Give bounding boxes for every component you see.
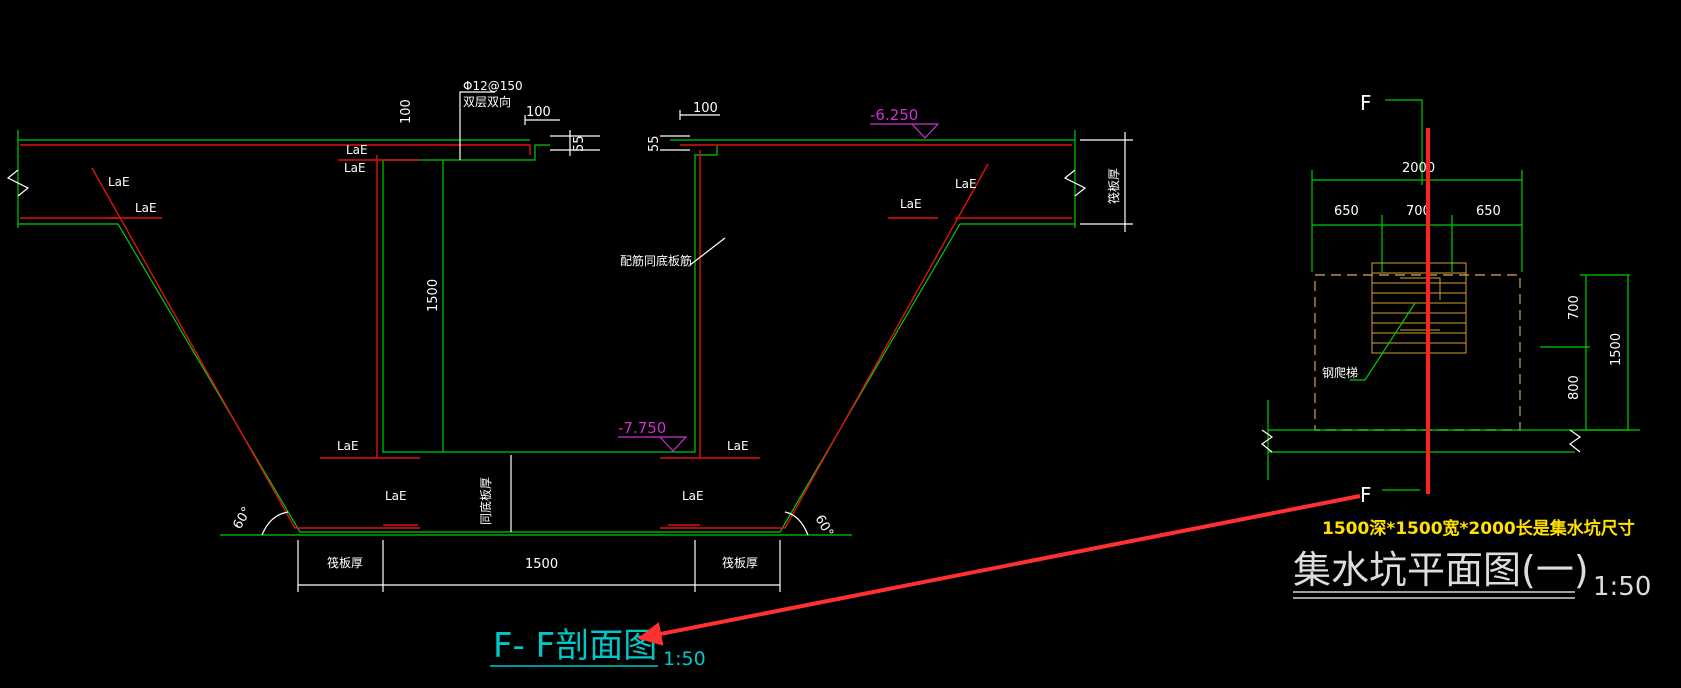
label-bottom-elevation: -7.750 <box>618 419 666 437</box>
plan-title: 集水坑平面图(一) <box>1293 548 1589 592</box>
ladder-label: 钢爬梯 <box>1322 366 1358 380</box>
label-loe: LaE <box>682 489 704 503</box>
label-angle-right: 60° <box>812 513 837 540</box>
plan-dim-left-label: 650 <box>1334 204 1359 219</box>
plan-dim-right-label: 650 <box>1476 204 1501 219</box>
plan-dim-vbottom-label: 800 <box>1567 375 1582 400</box>
label-loe: LaE <box>346 143 368 157</box>
label-dim-1500-depth: 1500 <box>426 279 441 312</box>
label-dim-100-a: 100 <box>526 105 551 120</box>
label-dim-55-a: 55 <box>572 135 587 152</box>
label-loe: LaE <box>385 489 407 503</box>
pit-inner-walls <box>382 144 718 453</box>
label-loe: LaE <box>900 197 922 211</box>
section-title: F- F剖面图 <box>493 626 657 666</box>
angle-right <box>784 511 809 536</box>
rebar-top-right <box>680 144 1072 219</box>
break-left <box>6 169 30 197</box>
label-angle-left: 60° <box>230 505 255 532</box>
ladder-leader <box>1350 302 1416 381</box>
break-right <box>1063 169 1087 197</box>
section-mark-leader-top <box>1385 99 1423 185</box>
label-top-elevation: -6.250 <box>870 106 918 124</box>
section-mark-top: F <box>1360 91 1372 115</box>
plan-dim-mid-label: 700 <box>1406 204 1431 219</box>
plan-title-underline <box>1293 591 1575 599</box>
plan-break-right <box>1568 429 1582 453</box>
section-scale: 1:50 <box>663 648 706 670</box>
rebar-slope-right <box>660 163 989 529</box>
section-ff-drawing: Φ12@150 双层双向 100 100 100 55 55 -6.250 -7… <box>6 79 1133 670</box>
label-loe: LaE <box>135 201 157 215</box>
pointer-arrow <box>637 494 1361 646</box>
dim-100-top <box>524 115 560 125</box>
rebar-loe-marks <box>110 159 938 526</box>
rebar-pit-wall-left <box>320 155 420 459</box>
label-loe: LaE <box>727 439 749 453</box>
elev-top-marker <box>870 123 940 139</box>
label-loe: LaE <box>955 177 977 191</box>
label-dim-100-c: 100 <box>399 99 414 124</box>
label-rebar: Φ12@150 <box>463 79 523 93</box>
plan-dim-total-label: 2000 <box>1402 161 1435 176</box>
plan-dim-vtop-label: 700 <box>1567 295 1582 320</box>
label-bend: 配筋同底板筋 <box>620 253 692 268</box>
label-loe: LaE <box>344 161 366 175</box>
dim-bottom <box>297 540 781 592</box>
label-dim-55-b: 55 <box>647 135 662 152</box>
leader-bend <box>689 237 726 266</box>
label-slab-thickness-bottom: 同底板厚 <box>478 477 493 525</box>
dim-right-thk <box>1080 132 1133 232</box>
section-mark-bottom: F <box>1360 483 1372 507</box>
plan-break-left <box>1260 429 1274 453</box>
pit-plan-drawing: F F 2000 650 700 650 700 800 1500 钢爬梯 15… <box>1260 91 1651 602</box>
plan-dim-total <box>1311 170 1523 272</box>
label-dim-right-thk: 筏板厚 <box>722 556 758 570</box>
elev-bottom-marker <box>618 436 688 452</box>
plan-wall-line <box>1267 400 1640 480</box>
rebar-top-left <box>20 144 531 219</box>
ladder-icon <box>1371 262 1467 354</box>
slab-bottom-left <box>18 223 1075 533</box>
label-dim-100-b: 100 <box>693 101 718 116</box>
label-dim-1500-width: 1500 <box>525 557 558 572</box>
label-slab-thickness-right: 筏板厚 <box>1107 168 1121 204</box>
rebar-pit-wall-right <box>660 150 760 459</box>
dim-55-right <box>660 135 690 151</box>
label-loe: LaE <box>337 439 359 453</box>
label-dim-left-thk: 筏板厚 <box>327 556 363 570</box>
dim-100-right <box>679 110 720 120</box>
plan-dim-vtotal-label: 1500 <box>1609 333 1624 366</box>
label-loe: LaE <box>108 175 130 189</box>
angle-left <box>261 511 289 536</box>
plan-scale: 1:50 <box>1593 572 1651 602</box>
leader-rebar <box>459 91 495 160</box>
dim-55-left <box>550 130 600 156</box>
plan-note: 1500深*1500宽*2000长是集水坑尺寸 <box>1322 518 1635 539</box>
label-rebar-sub: 双层双向 <box>463 94 511 109</box>
rebar-slope-left <box>91 167 420 529</box>
